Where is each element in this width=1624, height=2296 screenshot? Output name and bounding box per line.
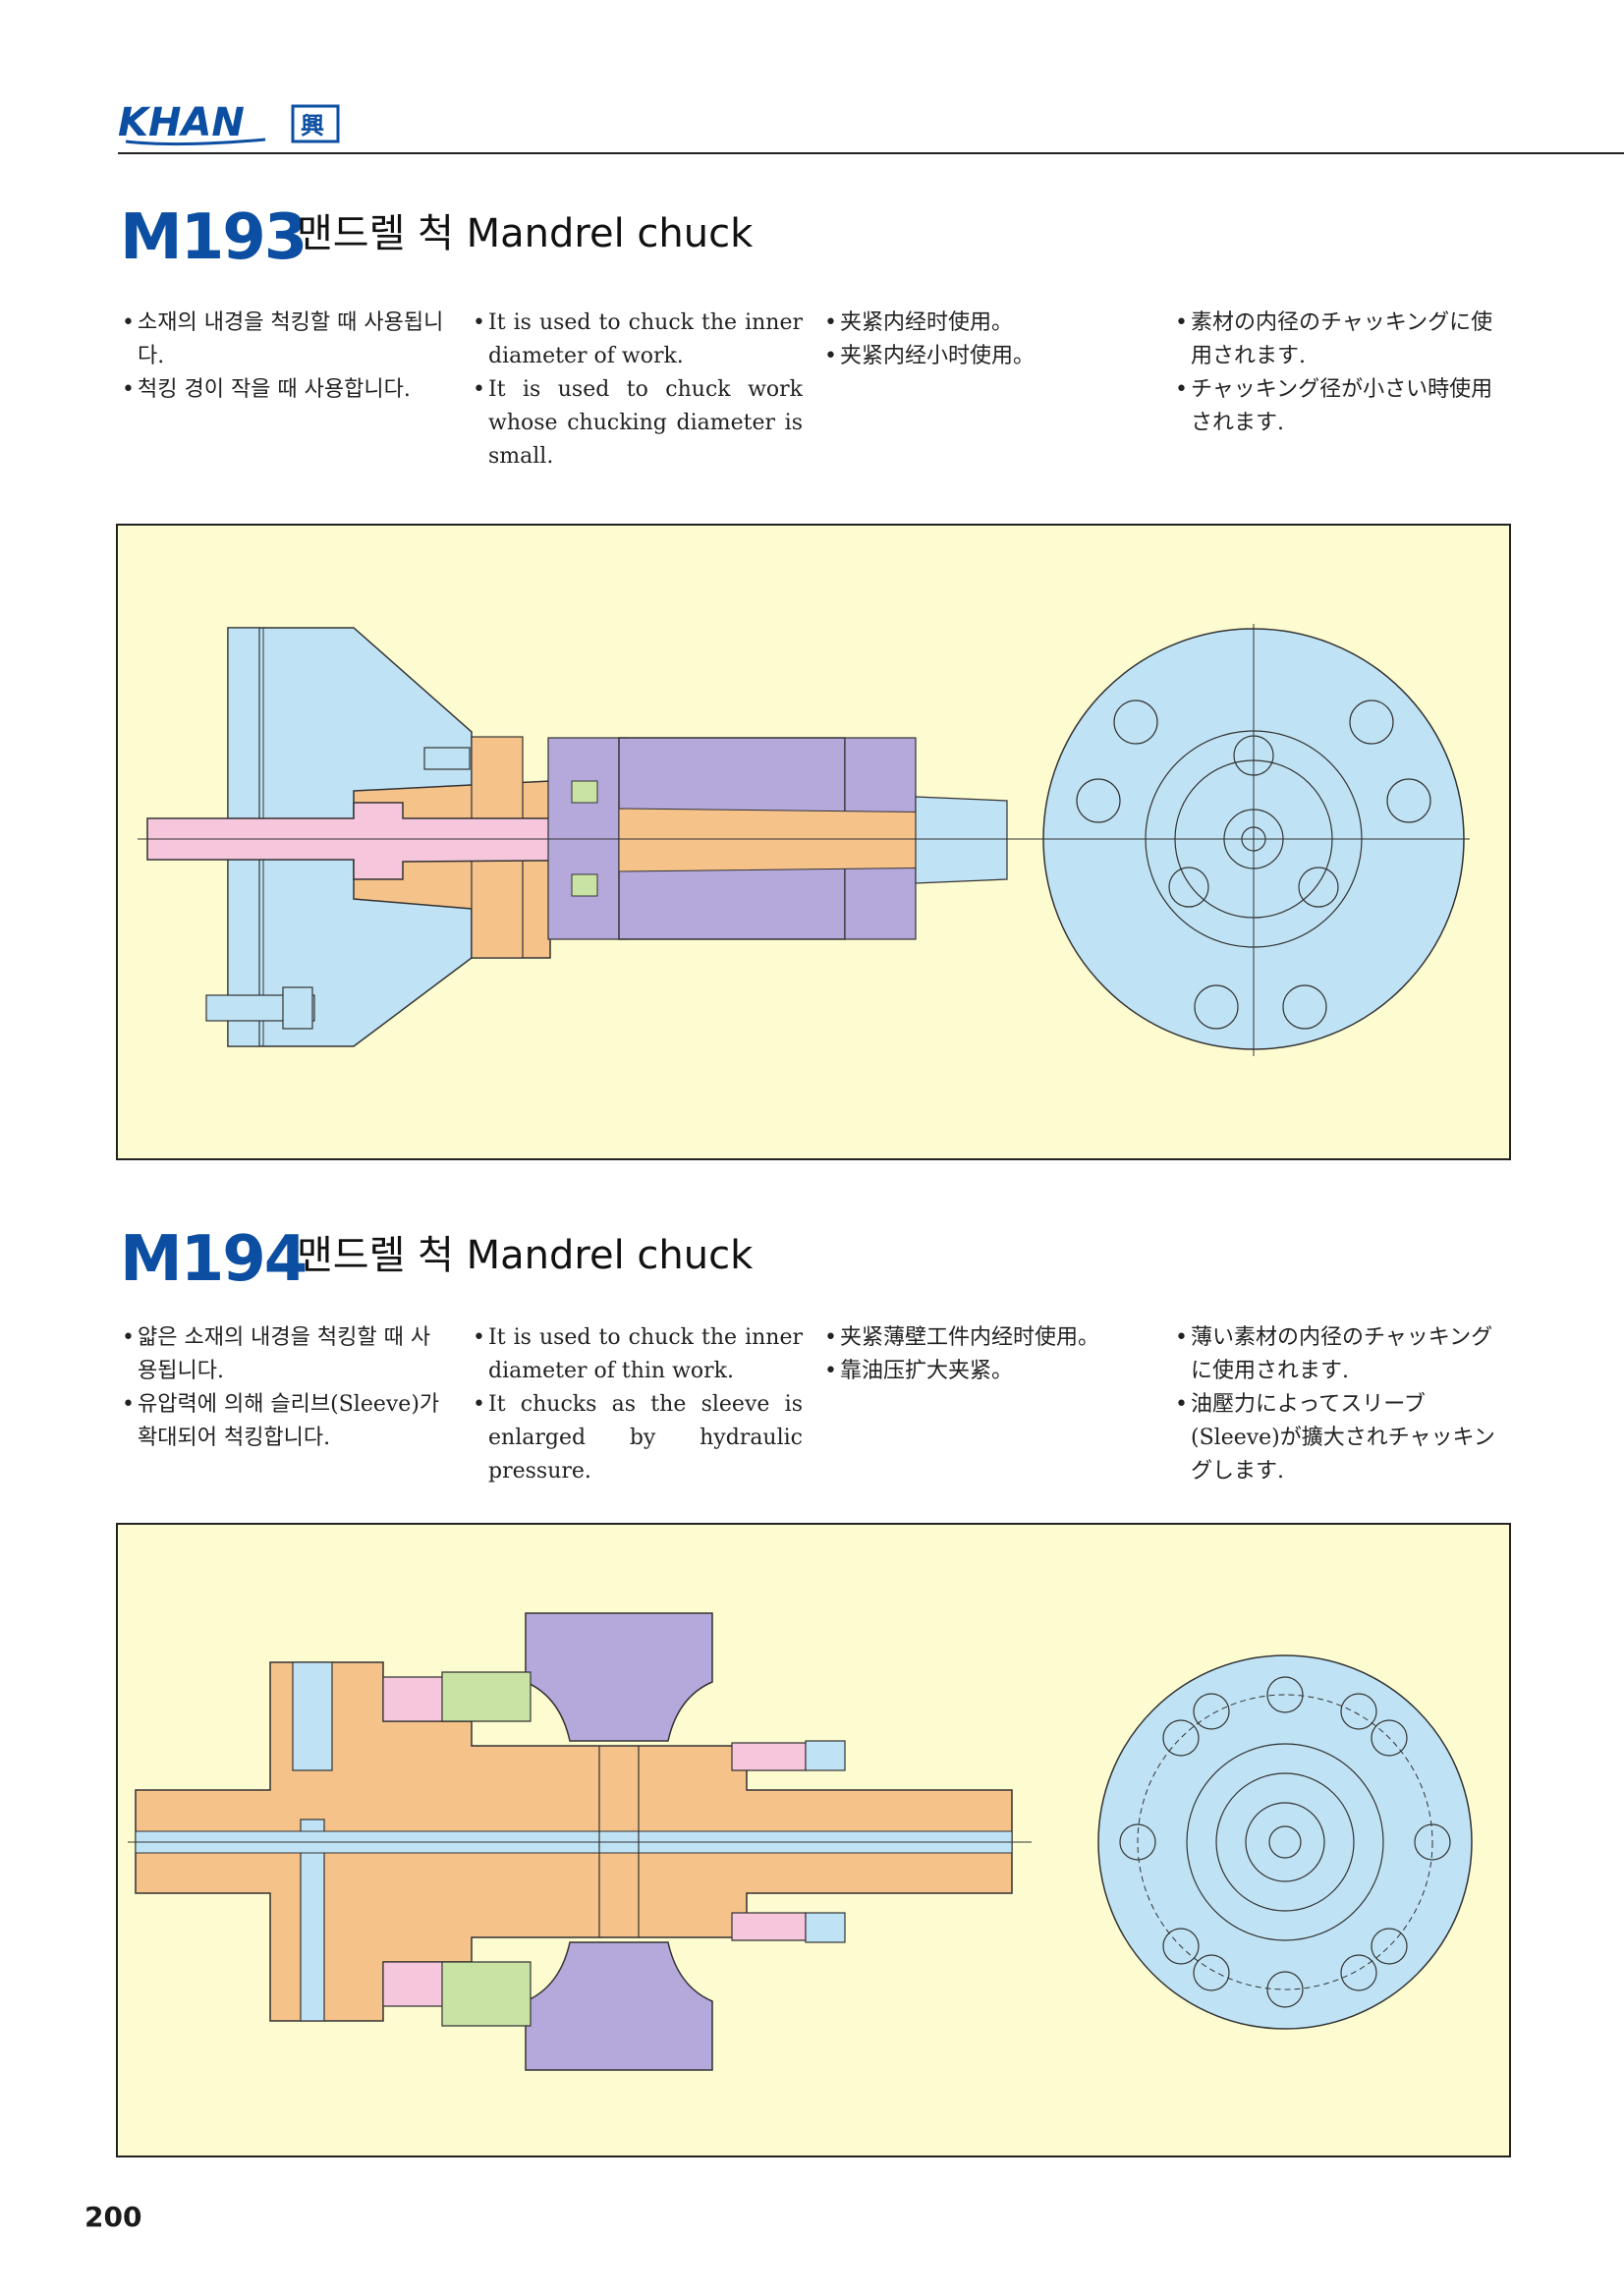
- desc-en-m194: It is used to chuck the inner diameter o…: [473, 1321, 803, 1488]
- desc-zh-m194: 夹紧薄壁工件内经时使用。 靠油压扩大夹紧。: [824, 1321, 1139, 1388]
- desc-en-item: It is used to chuck the inner diameter o…: [473, 1321, 803, 1388]
- model-code-m193: M193: [120, 201, 308, 274]
- desc-ko-item: 소재의 내경을 척킹할 때 사용됩니다.: [122, 307, 446, 373]
- desc-zh-item: 夹紧内经时使用。: [824, 307, 1139, 340]
- desc-ko-item: 얇은 소재의 내경을 척킹할 때 사용됩니다.: [122, 1321, 446, 1388]
- drawing-m193-svg: [138, 624, 1470, 1056]
- logo-mark: 興: [301, 112, 324, 140]
- header-rule: [118, 152, 1624, 154]
- page-number: 200: [84, 2201, 142, 2233]
- desc-ko-item: 유압력에 의해 슬리브(Sleeve)가 확대되어 척킹합니다.: [122, 1388, 446, 1455]
- model-code-m194: M194: [120, 1223, 308, 1296]
- desc-en-item: It chucks as the sleeve is enlarged by h…: [473, 1388, 803, 1488]
- drawing-m194-svg: [128, 1612, 1473, 2071]
- model-title-m194: 맨드렐 척 Mandrel chuck: [297, 1233, 754, 1278]
- desc-zh-item: 夹紧薄壁工件内经时使用。: [824, 1321, 1139, 1355]
- desc-en-m193: It is used to chuck the inner diameter o…: [473, 307, 803, 474]
- desc-en-item: It is used to chuck work whose chucking …: [473, 373, 803, 474]
- desc-ja-item: チャッキング径が小さい時使用されます.: [1175, 373, 1509, 440]
- desc-ko-m194: 얇은 소재의 내경을 척킹할 때 사용됩니다. 유압력에 의해 슬리브(Slee…: [122, 1321, 446, 1455]
- desc-ja-m193: 素材の内径のチャッキングに使用されます. チャッキング径が小さい時使用されます.: [1175, 307, 1509, 440]
- desc-zh-m193: 夹紧内经时使用。 夹紧内经小时使用。: [824, 307, 1139, 373]
- desc-ja-m194: 薄い素材の内径のチャッキングに使用されます. 油壓力によってスリーブ(Sleev…: [1175, 1321, 1509, 1488]
- khan-logo: KHAN 興: [118, 98, 373, 147]
- desc-ja-item: 薄い素材の内径のチャッキングに使用されます.: [1175, 1321, 1509, 1388]
- desc-en-item: It is used to chuck the inner diameter o…: [473, 307, 803, 373]
- desc-zh-item: 夹紧内经小时使用。: [824, 340, 1139, 373]
- desc-ja-item: 素材の内径のチャッキングに使用されます.: [1175, 307, 1509, 373]
- logo-wordmark: KHAN: [118, 100, 245, 145]
- drawing-m194: [116, 1523, 1511, 2157]
- desc-ko-item: 척킹 경이 작을 때 사용합니다.: [122, 373, 446, 407]
- desc-ko-m193: 소재의 내경을 척킹할 때 사용됩니다. 척킹 경이 작을 때 사용합니다.: [122, 307, 446, 407]
- model-title-m193: 맨드렐 척 Mandrel chuck: [297, 211, 754, 256]
- desc-zh-item: 靠油压扩大夹紧。: [824, 1355, 1139, 1388]
- desc-ja-item: 油壓力によってスリーブ(Sleeve)が擴大されチャッキングします.: [1175, 1388, 1509, 1488]
- drawing-m193: [116, 524, 1511, 1160]
